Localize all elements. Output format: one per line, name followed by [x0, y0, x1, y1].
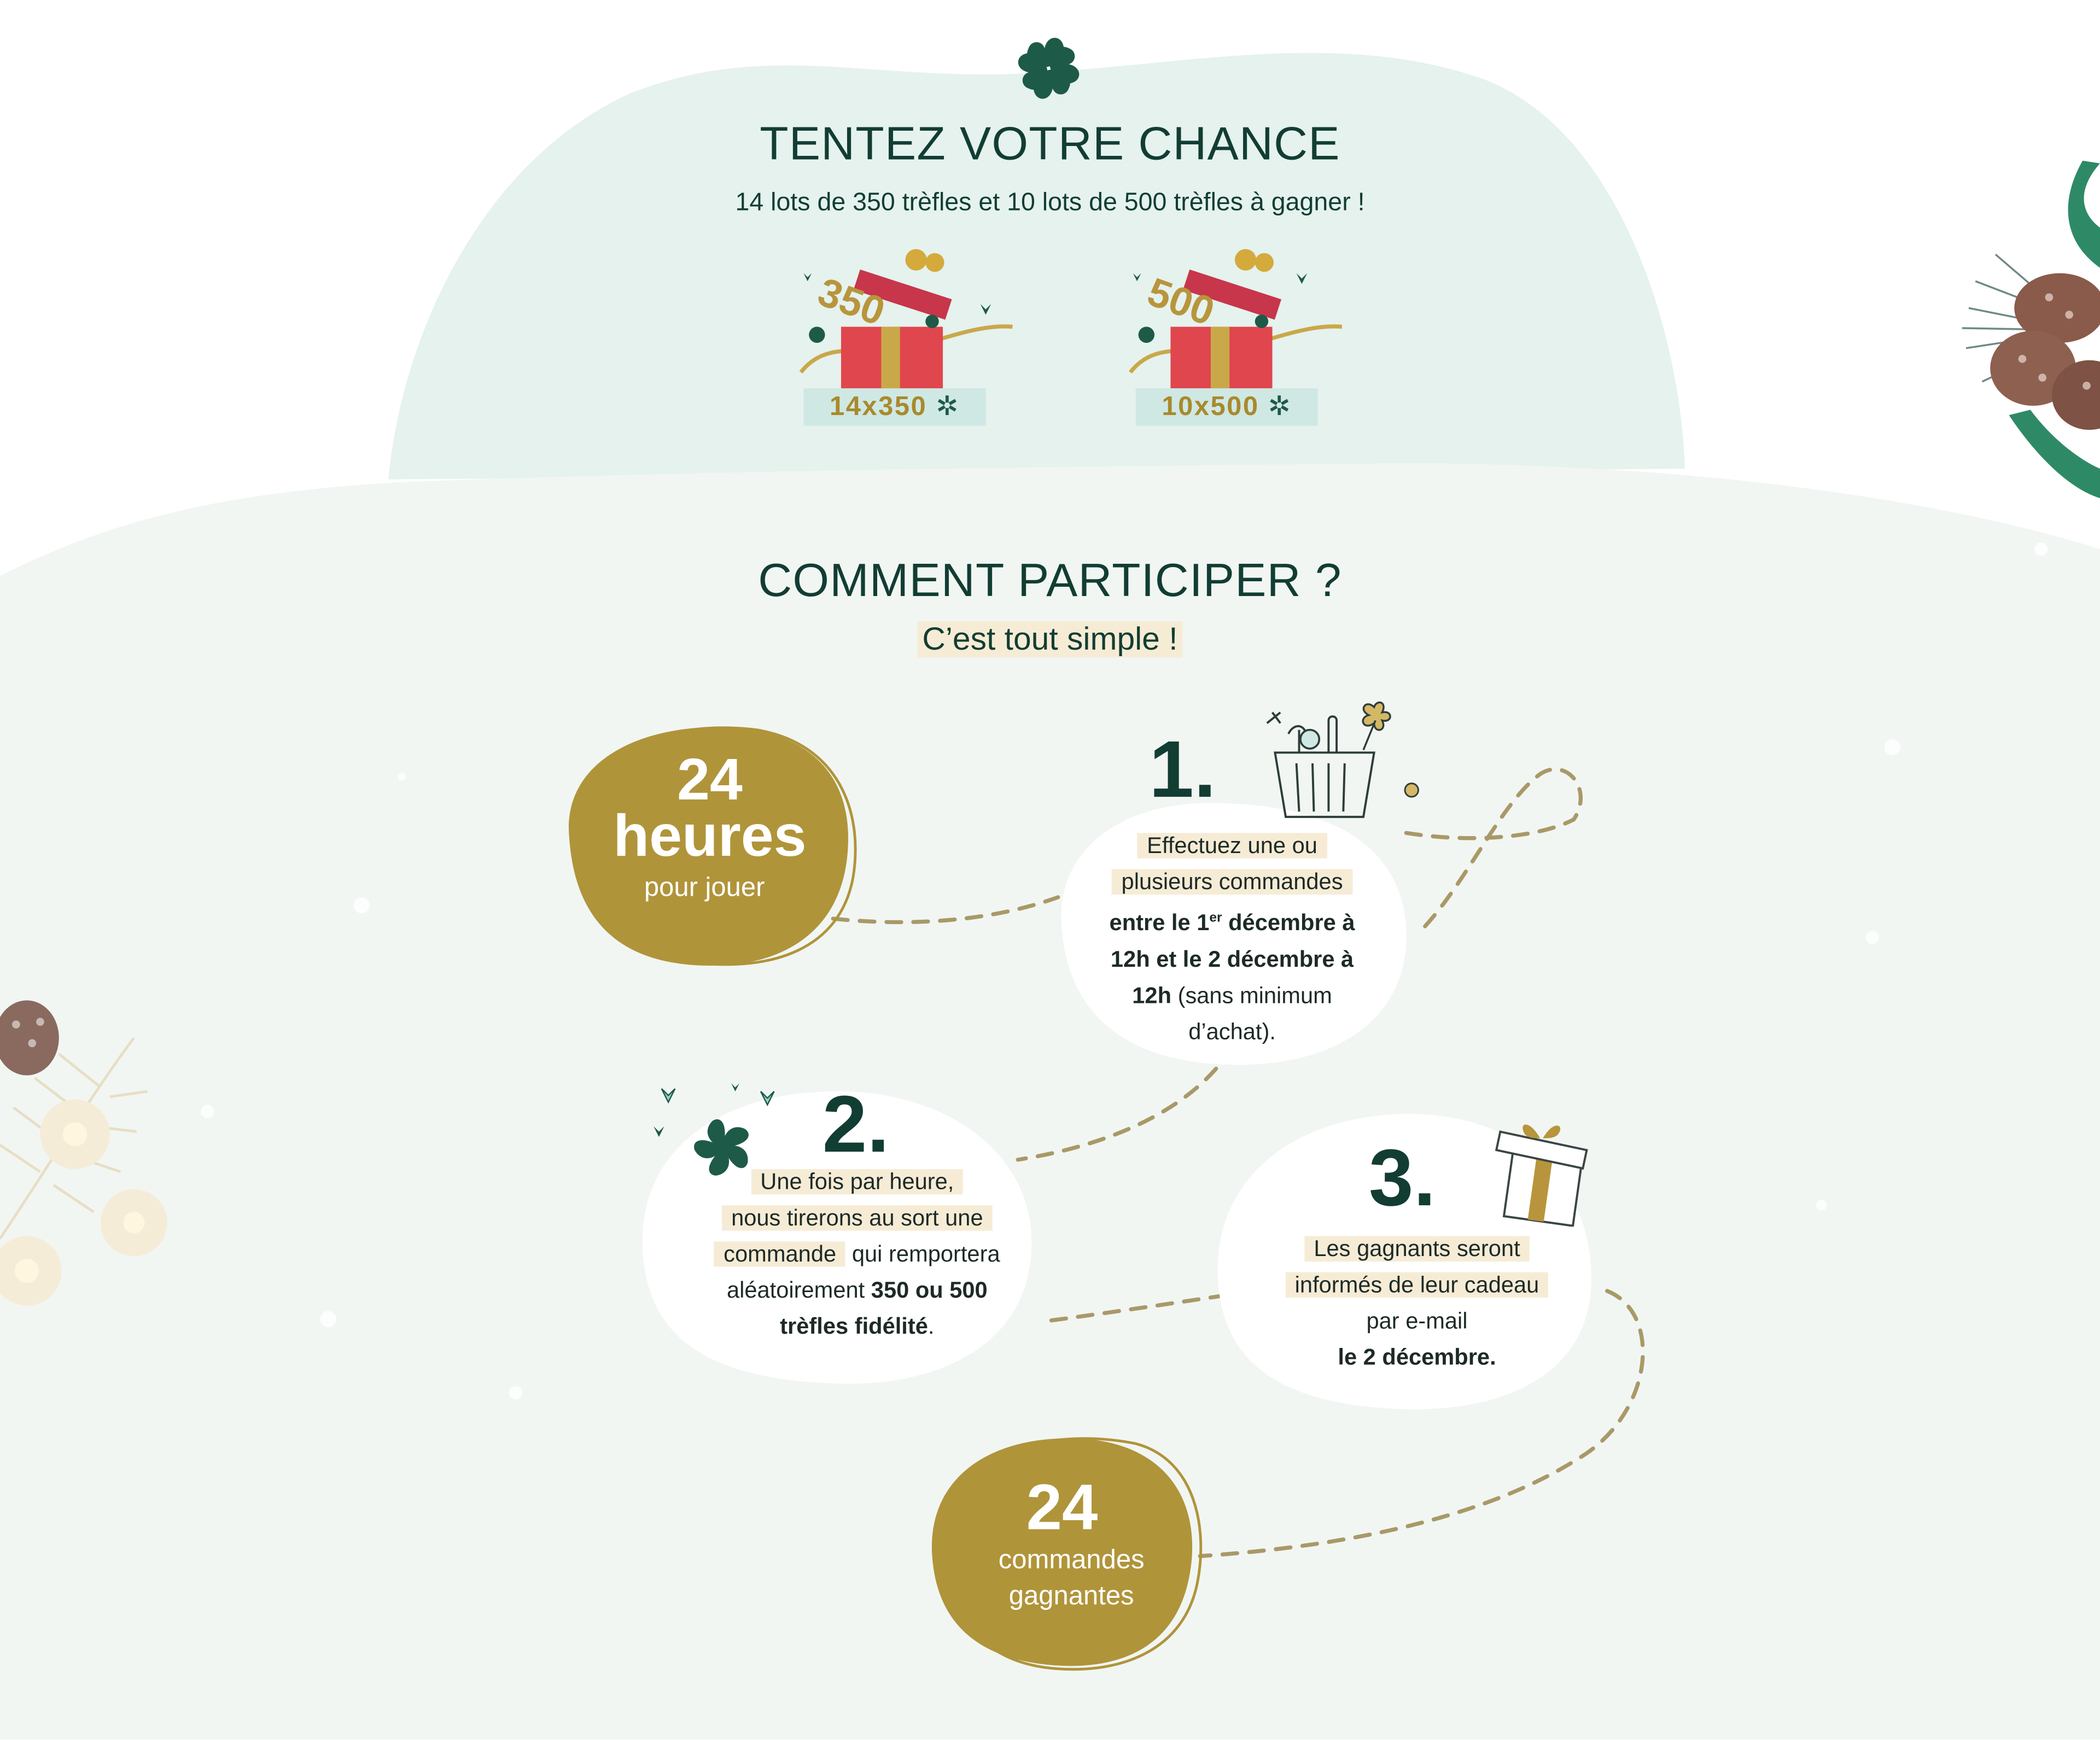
step-3-blob: [1217, 1114, 1591, 1410]
badge-hours-caption: pour jouer: [644, 873, 765, 903]
participate-title: COMMENT PARTICIPER ?: [758, 554, 1342, 607]
hero-blob: [388, 52, 1685, 480]
step-3-number: 3.: [1368, 1132, 1436, 1223]
clover-logo-icon: [1018, 38, 1080, 99]
badge-hours-shape: [569, 726, 857, 966]
candles-decoration: [0, 1000, 168, 1306]
step-1-number: 1.: [1149, 724, 1216, 814]
step-2-number: 2.: [822, 1079, 890, 1169]
gift-icon: [1495, 1124, 1588, 1227]
lot-350-label: 14x350 ✲: [803, 388, 986, 426]
badge-orders-line1: commandes: [998, 1545, 1145, 1575]
main-panel: [0, 463, 2100, 1740]
snow-dots: [201, 542, 2048, 1400]
badge-orders-shape: [931, 1437, 1203, 1671]
pinecone-ribbon-decoration: [1962, 160, 2100, 499]
step-1-blob: [1061, 803, 1407, 1065]
clover-icon: ✲: [1268, 392, 1292, 422]
step-1-text: Effectuez une ou plusieurs commandes ent…: [1109, 833, 1355, 1044]
hero-subtitle: 14 lots de 350 trèfles et 10 lots de 500…: [735, 189, 1365, 217]
badge-orders-number: 24: [1026, 1473, 1098, 1544]
gift-box-icon: 500: [1129, 249, 1343, 389]
badge-orders-line2: gagnantes: [1008, 1581, 1134, 1611]
lot-350: 350 14x350 ✲: [788, 244, 1022, 431]
hero-title: TENTEZ VOTRE CHANCE: [760, 118, 1340, 171]
shopping-basket-icon: [1266, 701, 1419, 818]
badge-hours-number: 24: [676, 747, 743, 813]
participate-subtitle: C’est tout simple !: [917, 621, 1183, 658]
step-2-text: Une fois par heure, nous tirerons au sor…: [669, 1164, 1045, 1345]
gift-box-icon: 350: [799, 249, 1013, 389]
clover-icon: ✲: [936, 392, 960, 422]
participate-subtitle-wrap: C’est tout simple !: [0, 618, 2100, 661]
step-3-text: Les gagnants seront informés de leur cad…: [1216, 1231, 1618, 1375]
lot-500: 500 10x500 ✲: [1117, 244, 1351, 431]
lot-500-label: 10x500 ✲: [1135, 388, 1318, 426]
clover-hearts-icon: [654, 1083, 775, 1176]
badge-hours-word: heures: [613, 803, 807, 869]
